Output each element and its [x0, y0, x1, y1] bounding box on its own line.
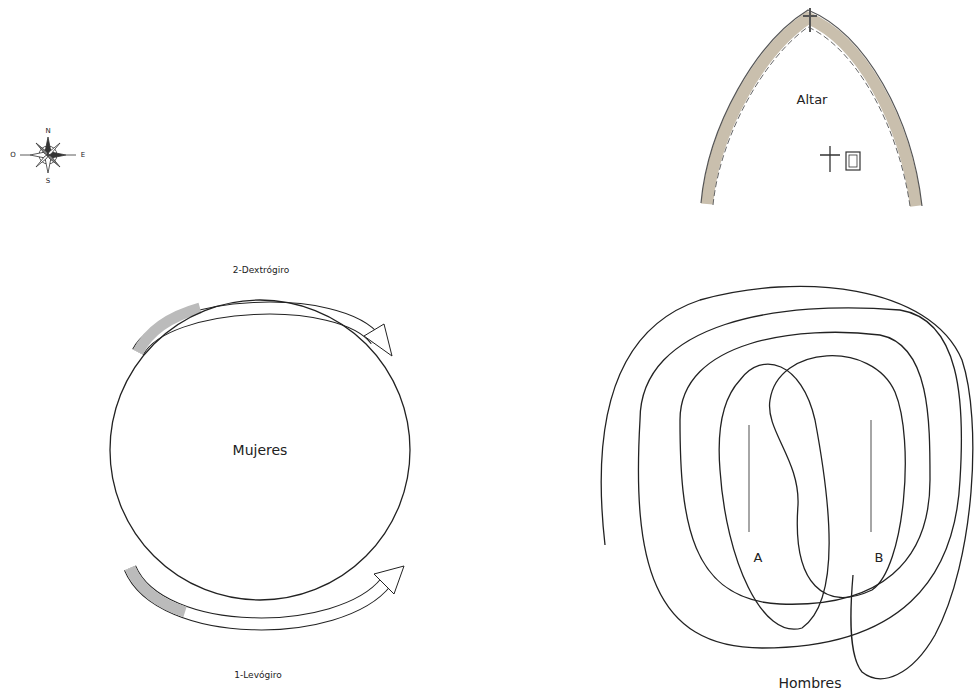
- node-label: Altar: [797, 93, 828, 108]
- rotation-arrow: [130, 566, 404, 624]
- compass-letter: O: [10, 151, 16, 159]
- compass-letter: N: [45, 127, 50, 135]
- rotation-arrow: [138, 308, 392, 356]
- position-letter: A: [754, 551, 763, 566]
- node-label: Mujeres: [233, 442, 288, 458]
- rotation-label: 1-Levógiro: [234, 670, 281, 680]
- node-label: Hombres: [779, 675, 842, 691]
- women-circle: Mujeres: [108, 298, 412, 602]
- rotation-label: 2-Dextrógiro: [233, 265, 289, 275]
- men-spiral: Hombres: [590, 280, 977, 694]
- marker-line: [748, 425, 750, 532]
- compass-letter: S: [46, 177, 50, 185]
- altar-shape: Altar: [700, 8, 925, 210]
- compass-letter: E: [81, 151, 85, 159]
- altar-shape-outline: [700, 8, 925, 210]
- compass-rose: [20, 137, 76, 173]
- marker-line: [870, 420, 872, 532]
- position-letter: B: [875, 551, 884, 566]
- men-spiral-outline: [590, 280, 977, 694]
